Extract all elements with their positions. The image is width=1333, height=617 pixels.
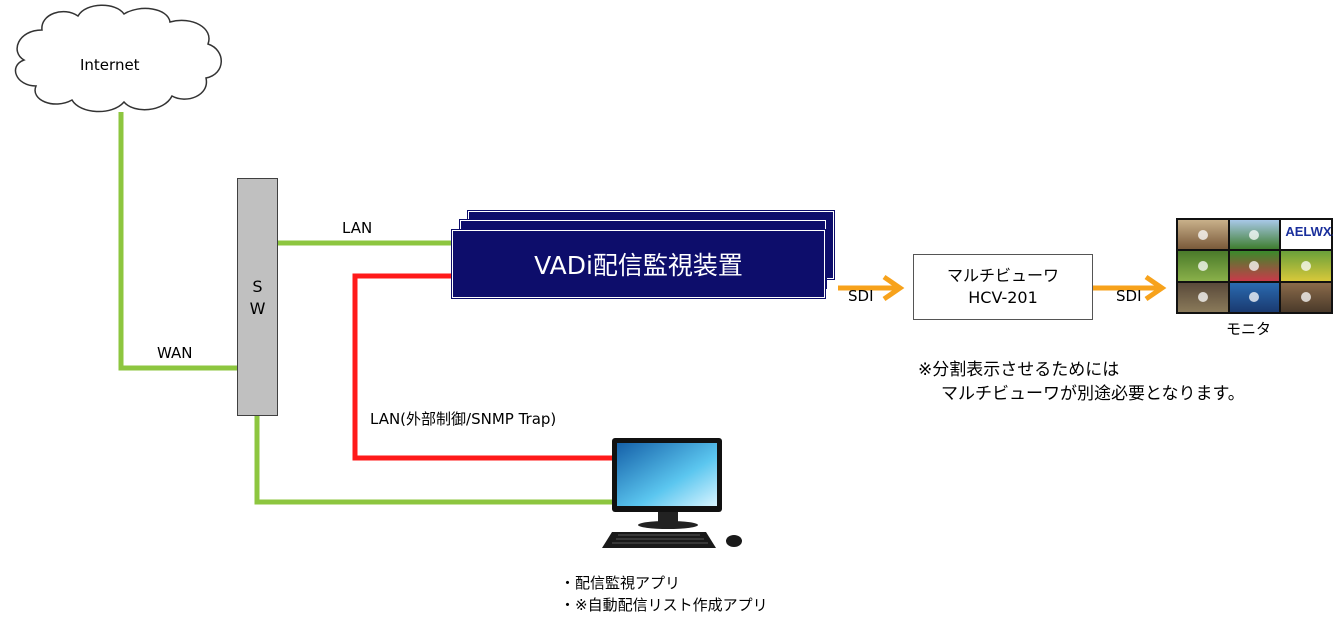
monitor-tile — [1281, 282, 1331, 312]
pc-app-2: ・※自動配信リスト作成アプリ — [560, 596, 768, 614]
internet-label: Internet — [80, 56, 140, 74]
monitor-tile — [1229, 251, 1280, 281]
monitor-tile — [1178, 251, 1228, 281]
multiviewer-name: マルチビューワ — [946, 266, 1059, 286]
internet-link — [118, 112, 237, 371]
monitor-tile — [1229, 220, 1280, 250]
pc-icon — [602, 438, 742, 548]
lan-label: LAN — [342, 219, 373, 237]
switch-pc-link — [254, 416, 612, 505]
sdi-label-1: SDI — [848, 287, 874, 305]
control-lan-link — [352, 273, 612, 461]
switch-box: S W — [237, 178, 278, 416]
wan-label: WAN — [157, 344, 193, 362]
internet-cloud-shape — [14, 4, 222, 113]
monitor-display: AELWX. — [1176, 218, 1333, 314]
vadi-monitoring-device: VADi配信監視装置 — [452, 230, 825, 298]
monitor-tile — [1281, 251, 1331, 281]
monitor-logo-tile: AELWX. — [1281, 220, 1333, 250]
multiviewer-box: マルチビューワ HCV-201 — [913, 254, 1093, 320]
monitor-tile — [1229, 282, 1280, 312]
multiviewer-model: HCV-201 — [968, 288, 1038, 307]
monitor-label: モニタ — [1226, 320, 1272, 338]
sdi-label-2: SDI — [1116, 287, 1142, 305]
switch-letter-w: W — [249, 299, 266, 318]
vadi-label: VADi配信監視装置 — [534, 251, 743, 280]
note-line-2: マルチビューワが別途必要となります。 — [941, 384, 1245, 404]
monitor-tile — [1178, 282, 1228, 312]
note-line-1: ※分割表示させるためには — [918, 360, 1120, 380]
pc-app-1: ・配信監視アプリ — [560, 574, 681, 592]
sdi-arrow-2-head — [1144, 274, 1167, 302]
switch-letter-s: S — [252, 277, 263, 296]
monitor-tile — [1178, 220, 1228, 250]
control-lan-label: LAN(外部制御/SNMP Trap) — [370, 410, 557, 428]
sdi-arrow-1-head — [882, 274, 905, 302]
monitor-logo: AELWX. — [1285, 224, 1333, 239]
